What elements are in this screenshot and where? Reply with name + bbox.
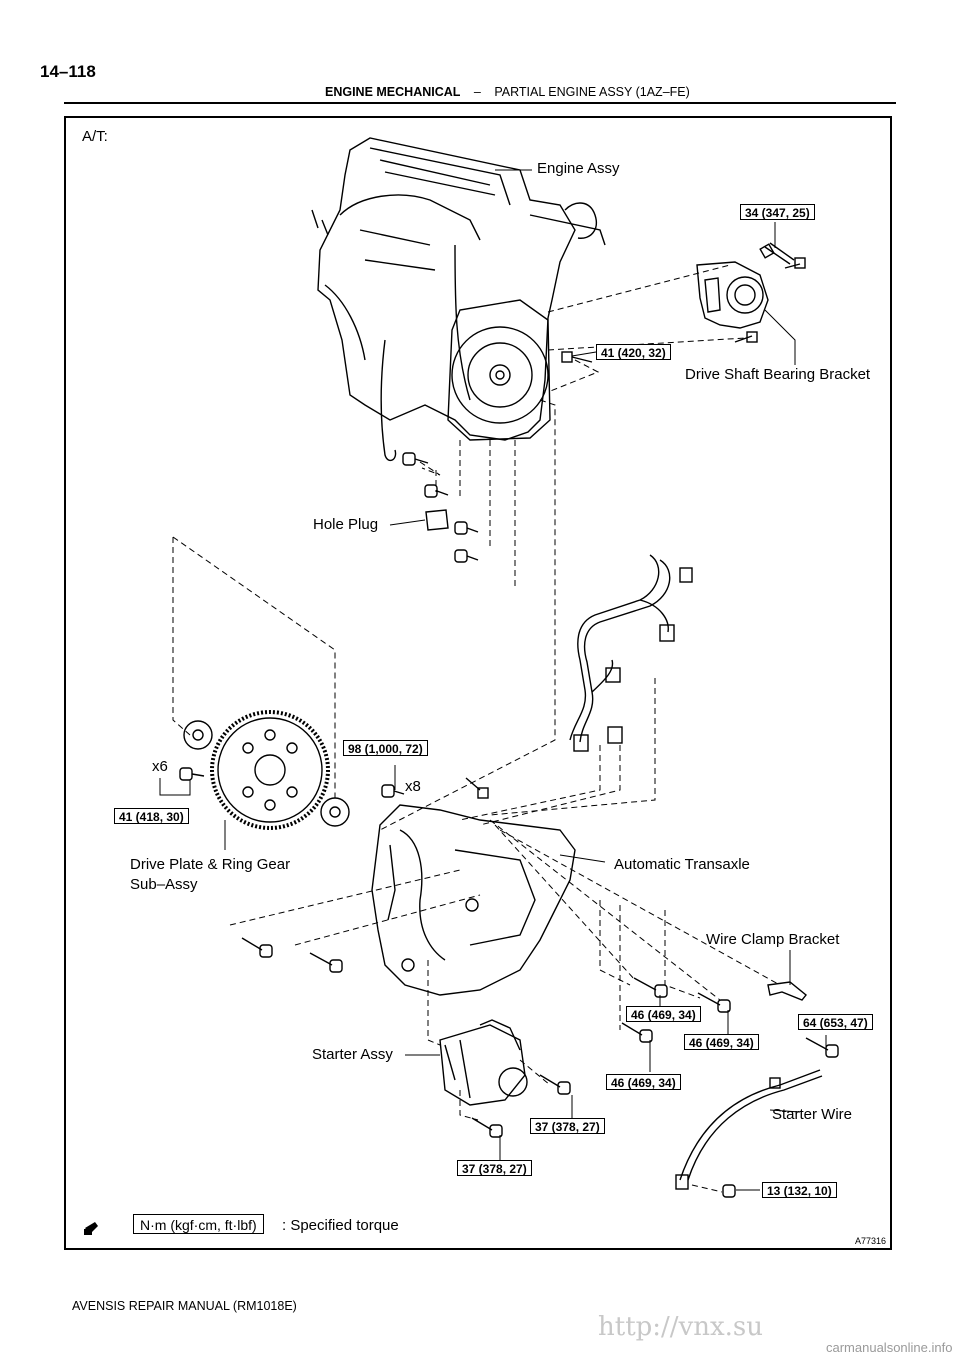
torque-legend-text: : Specified torque [282, 1217, 399, 1234]
automatic-transaxle-label: Automatic Transaxle [614, 856, 750, 873]
torque-unit-legend-box: N·m (kgf·cm, ft·lbf) [133, 1214, 264, 1234]
quantity-x6-label: x6 [152, 758, 168, 775]
wire-clamp-bracket-illustration [767, 981, 807, 1001]
variant-label: A/T: [82, 128, 108, 145]
torque-label-46-lower: 46 (469, 34) [606, 1074, 681, 1090]
torque-label-46-right: 46 (469, 34) [684, 1034, 759, 1050]
drive-plate-illustration [179, 710, 489, 830]
watermark-link[interactable]: http://vnx.su [598, 1312, 764, 1342]
page-footer: AVENSIS REPAIR MANUAL (RM1018E) [72, 1299, 297, 1313]
wire-harness-illustration [569, 554, 693, 752]
exploded-view-figure [64, 116, 892, 1250]
starter-wire-illustration [675, 1069, 823, 1190]
torque-wrench-icon [84, 1222, 98, 1235]
starter-assy-illustration [439, 1019, 528, 1106]
automatic-transaxle-illustration [371, 804, 576, 996]
torque-label-98: 98 (1,000, 72) [343, 740, 428, 756]
starter-wire-label: Starter Wire [772, 1106, 853, 1123]
quantity-x8-label: x8 [405, 778, 421, 795]
engine-assy-label: Engine Assy [537, 160, 620, 177]
drive-shaft-bearing-bracket-illustration [696, 261, 769, 329]
torque-label-41-bearing: 41 (420, 32) [596, 344, 671, 360]
page-header: ENGINE MECHANICAL – PARTIAL ENGINE ASSY … [325, 85, 690, 99]
engine-assy-illustration [311, 137, 606, 462]
page-number: 14–118 [40, 62, 96, 81]
bracket-bolts [561, 242, 806, 363]
drive-plate-label-line2: Sub–Assy [130, 876, 198, 893]
torque-label-37-upper: 37 (378, 27) [530, 1118, 605, 1134]
header-subsection: PARTIAL ENGINE ASSY (1AZ–FE) [494, 85, 690, 99]
transaxle-bolts [241, 937, 839, 1198]
torque-label-64: 64 (653, 47) [798, 1014, 873, 1030]
hole-plug-label: Hole Plug [313, 516, 379, 533]
leader-lines [159, 169, 827, 1191]
torque-label-34: 34 (347, 25) [740, 204, 815, 220]
starter-assy-label: Starter Assy [312, 1046, 393, 1063]
drive-shaft-bearing-bracket-label: Drive Shaft Bearing Bracket [685, 366, 871, 383]
site-watermark: carmanualsonline.info [826, 1340, 953, 1355]
torque-label-13: 13 (132, 10) [762, 1182, 837, 1198]
drive-plate-label-line1: Drive Plate & Ring Gear [130, 856, 291, 873]
torque-label-37-lower: 37 (378, 27) [457, 1160, 532, 1176]
torque-label-46-upper: 46 (469, 34) [626, 1006, 701, 1022]
header-rule [64, 102, 896, 104]
wire-clamp-bracket-label: Wire Clamp Bracket [706, 931, 840, 948]
figure-id: A77316 [855, 1236, 887, 1246]
header-section: ENGINE MECHANICAL [325, 85, 461, 99]
hole-plug-illustration [402, 452, 479, 563]
header-separator: – [473, 85, 481, 99]
torque-label-41-drive-plate: 41 (418, 30) [114, 808, 189, 824]
alignment-lines [172, 264, 781, 1193]
